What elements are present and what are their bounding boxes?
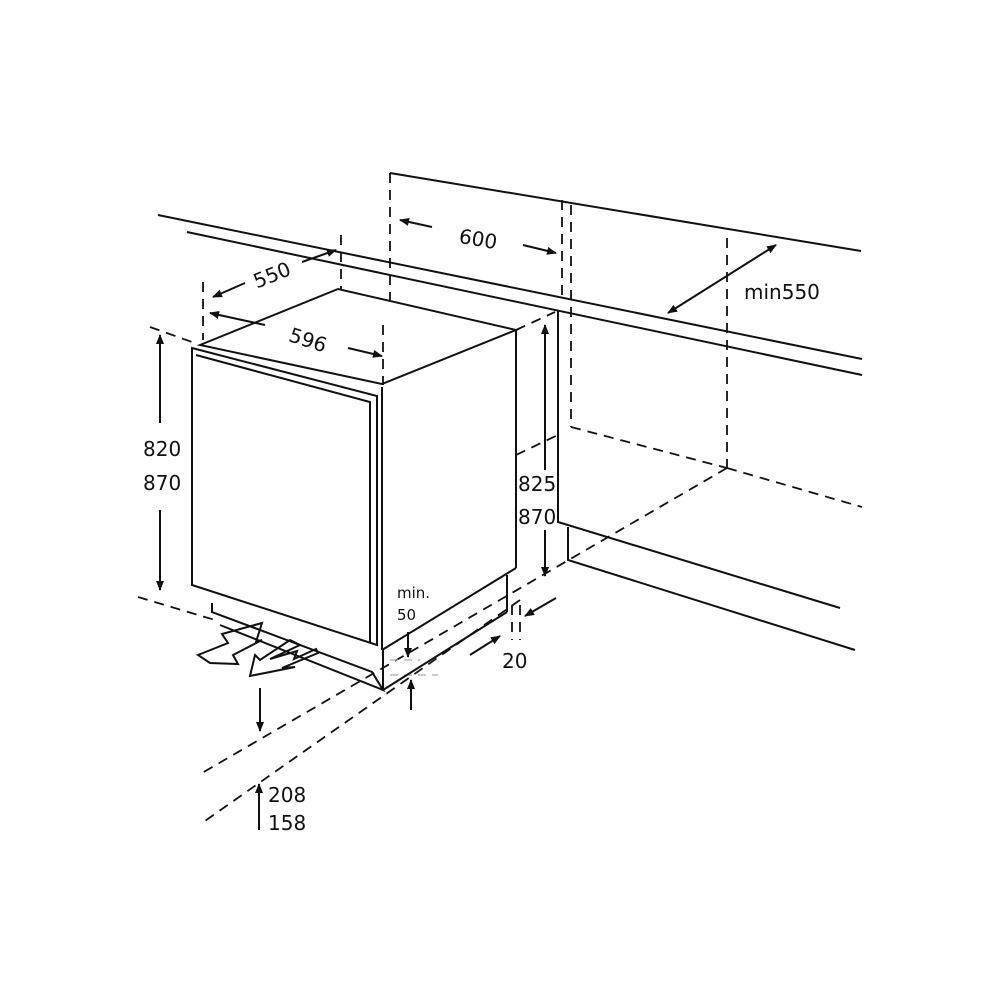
plinth-height-max-label: 208 [268, 783, 306, 807]
niche-height-min-label: 825 [518, 472, 556, 496]
air-outlet-arrow-icon [248, 638, 320, 678]
appliance-width-label: 596 [286, 323, 330, 358]
plinth-height-min-label: 158 [268, 811, 306, 835]
niche-guides [137, 173, 863, 824]
appliance-height-max-label: 870 [143, 471, 181, 495]
ventilation-gap-value: 50 [397, 606, 416, 624]
niche-width-label: 600 [457, 224, 499, 254]
appliance-depth-label: 550 [250, 257, 294, 294]
worktop [157, 172, 863, 376]
air-intake-arrow-icon [195, 621, 264, 666]
appliance [191, 287, 520, 693]
airflow-arrows [195, 621, 320, 678]
niche-depth-label: min550 [744, 280, 820, 304]
dimension-arrows [156, 218, 777, 830]
ventilation-gap-prefix: min. [397, 584, 430, 602]
rear-gap-label: 20 [502, 649, 527, 673]
niche-height-max-label: 870 [518, 505, 556, 529]
appliance-height-min-label: 820 [143, 437, 181, 461]
adjacent-cabinet [557, 310, 856, 651]
